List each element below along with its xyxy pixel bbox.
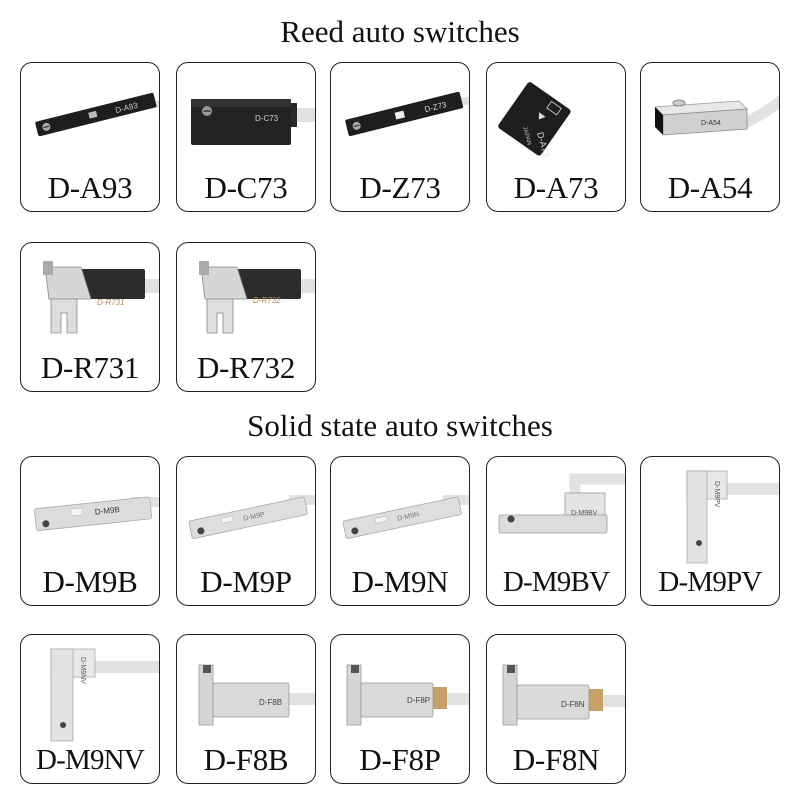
product-card-d-c73[interactable]: D-C73 D-C73 [176, 62, 316, 212]
product-label: D-M9B [42, 564, 138, 599]
svg-text:D-M9N: D-M9N [397, 511, 420, 522]
svg-text:D-M9NV: D-M9NV [79, 657, 86, 684]
d-a73-photo: D-A73 JAPAN [498, 82, 571, 158]
d-f8n-photo: D-F8N [502, 664, 625, 726]
product-card-d-m9nv[interactable]: D-M9NV D-M9NV [20, 634, 160, 784]
d-r732-photo: D-R732 [199, 261, 315, 334]
svg-text:D-A54: D-A54 [701, 120, 721, 127]
product-card-d-f8n[interactable]: D-F8N D-F8N [486, 634, 626, 784]
product-label: D-M9BV [502, 566, 610, 598]
product-label: D-A54 [667, 170, 753, 205]
product-card-d-m9n[interactable]: D-M9N D-M9N [330, 456, 470, 606]
product-card-d-r731[interactable]: D-R731 D-R731 [20, 242, 160, 392]
product-card-d-a73[interactable]: D-A73 JAPAN D-A73 [486, 62, 626, 212]
svg-text:D-R731: D-R731 [97, 298, 125, 307]
product-card-d-m9p[interactable]: D-M9P D-M9P [176, 456, 316, 606]
product-label: D-R732 [196, 350, 296, 385]
svg-text:D-F8N: D-F8N [561, 700, 585, 709]
svg-text:D-M9BV: D-M9BV [571, 510, 598, 517]
svg-text:D-R732: D-R732 [253, 296, 281, 305]
svg-text:JAPAN: JAPAN [521, 126, 532, 146]
product-card-d-f8b[interactable]: D-F8B D-F8B [176, 634, 316, 784]
d-m9bv-photo: D-M9BV [498, 473, 625, 534]
product-card-d-r732[interactable]: D-R732 D-R732 [176, 242, 316, 392]
d-m9nv-photo: D-M9NV [50, 648, 159, 742]
d-a54-photo: D-A54 [654, 95, 779, 136]
product-label: D-A93 [47, 170, 133, 205]
product-label: D-F8N [512, 742, 600, 777]
product-card-d-z73[interactable]: D-Z73 D-Z73 [330, 62, 470, 212]
product-label: D-F8P [359, 742, 441, 777]
product-label: D-A73 [513, 170, 599, 205]
svg-text:D-C73: D-C73 [255, 114, 279, 123]
svg-text:D-F8B: D-F8B [259, 698, 282, 707]
svg-text:D-M9P: D-M9P [243, 511, 266, 522]
d-f8b-photo: D-F8B [198, 664, 315, 726]
product-label: D-M9PV [658, 566, 762, 598]
product-card-d-a54[interactable]: D-A54 D-A54 [640, 62, 780, 212]
d-m9n-photo: D-M9N [342, 495, 469, 539]
product-label: D-R731 [40, 350, 140, 385]
d-m9pv-photo: D-M9PV [686, 470, 779, 564]
d-m9b-photo: D-M9B [34, 496, 159, 531]
svg-text:D-M9PV: D-M9PV [713, 481, 720, 508]
product-card-d-m9pv[interactable]: D-M9PV D-M9PV [640, 456, 780, 606]
product-label: D-C73 [204, 170, 288, 205]
product-card-d-m9bv[interactable]: D-M9BV D-M9BV [486, 456, 626, 606]
svg-text:D-M9B: D-M9B [94, 505, 120, 517]
product-card-d-f8p[interactable]: D-F8P D-F8P [330, 634, 470, 784]
product-label: D-M9P [200, 564, 292, 599]
d-f8p-photo: D-F8P [346, 664, 469, 726]
d-r731-photo: D-R731 [43, 261, 159, 334]
svg-text:D-F8P: D-F8P [407, 696, 430, 705]
product-card-d-m9b[interactable]: D-M9B D-M9B [20, 456, 160, 606]
product-label: D-M9NV [36, 744, 145, 776]
product-label: D-M9N [351, 564, 449, 599]
d-a93-photo: D-A93 [35, 92, 159, 137]
product-card-d-a93[interactable]: D-A93 D-A93 [20, 62, 160, 212]
d-c73-photo: D-C73 [191, 99, 315, 145]
solid-state-section-title: Solid state auto switches [247, 408, 553, 443]
product-label: D-F8B [203, 742, 289, 777]
product-label: D-Z73 [359, 170, 441, 205]
d-m9p-photo: D-M9P [188, 495, 315, 539]
reed-section-title: Reed auto switches [280, 14, 520, 49]
d-z73-photo: D-Z73 [345, 91, 469, 137]
